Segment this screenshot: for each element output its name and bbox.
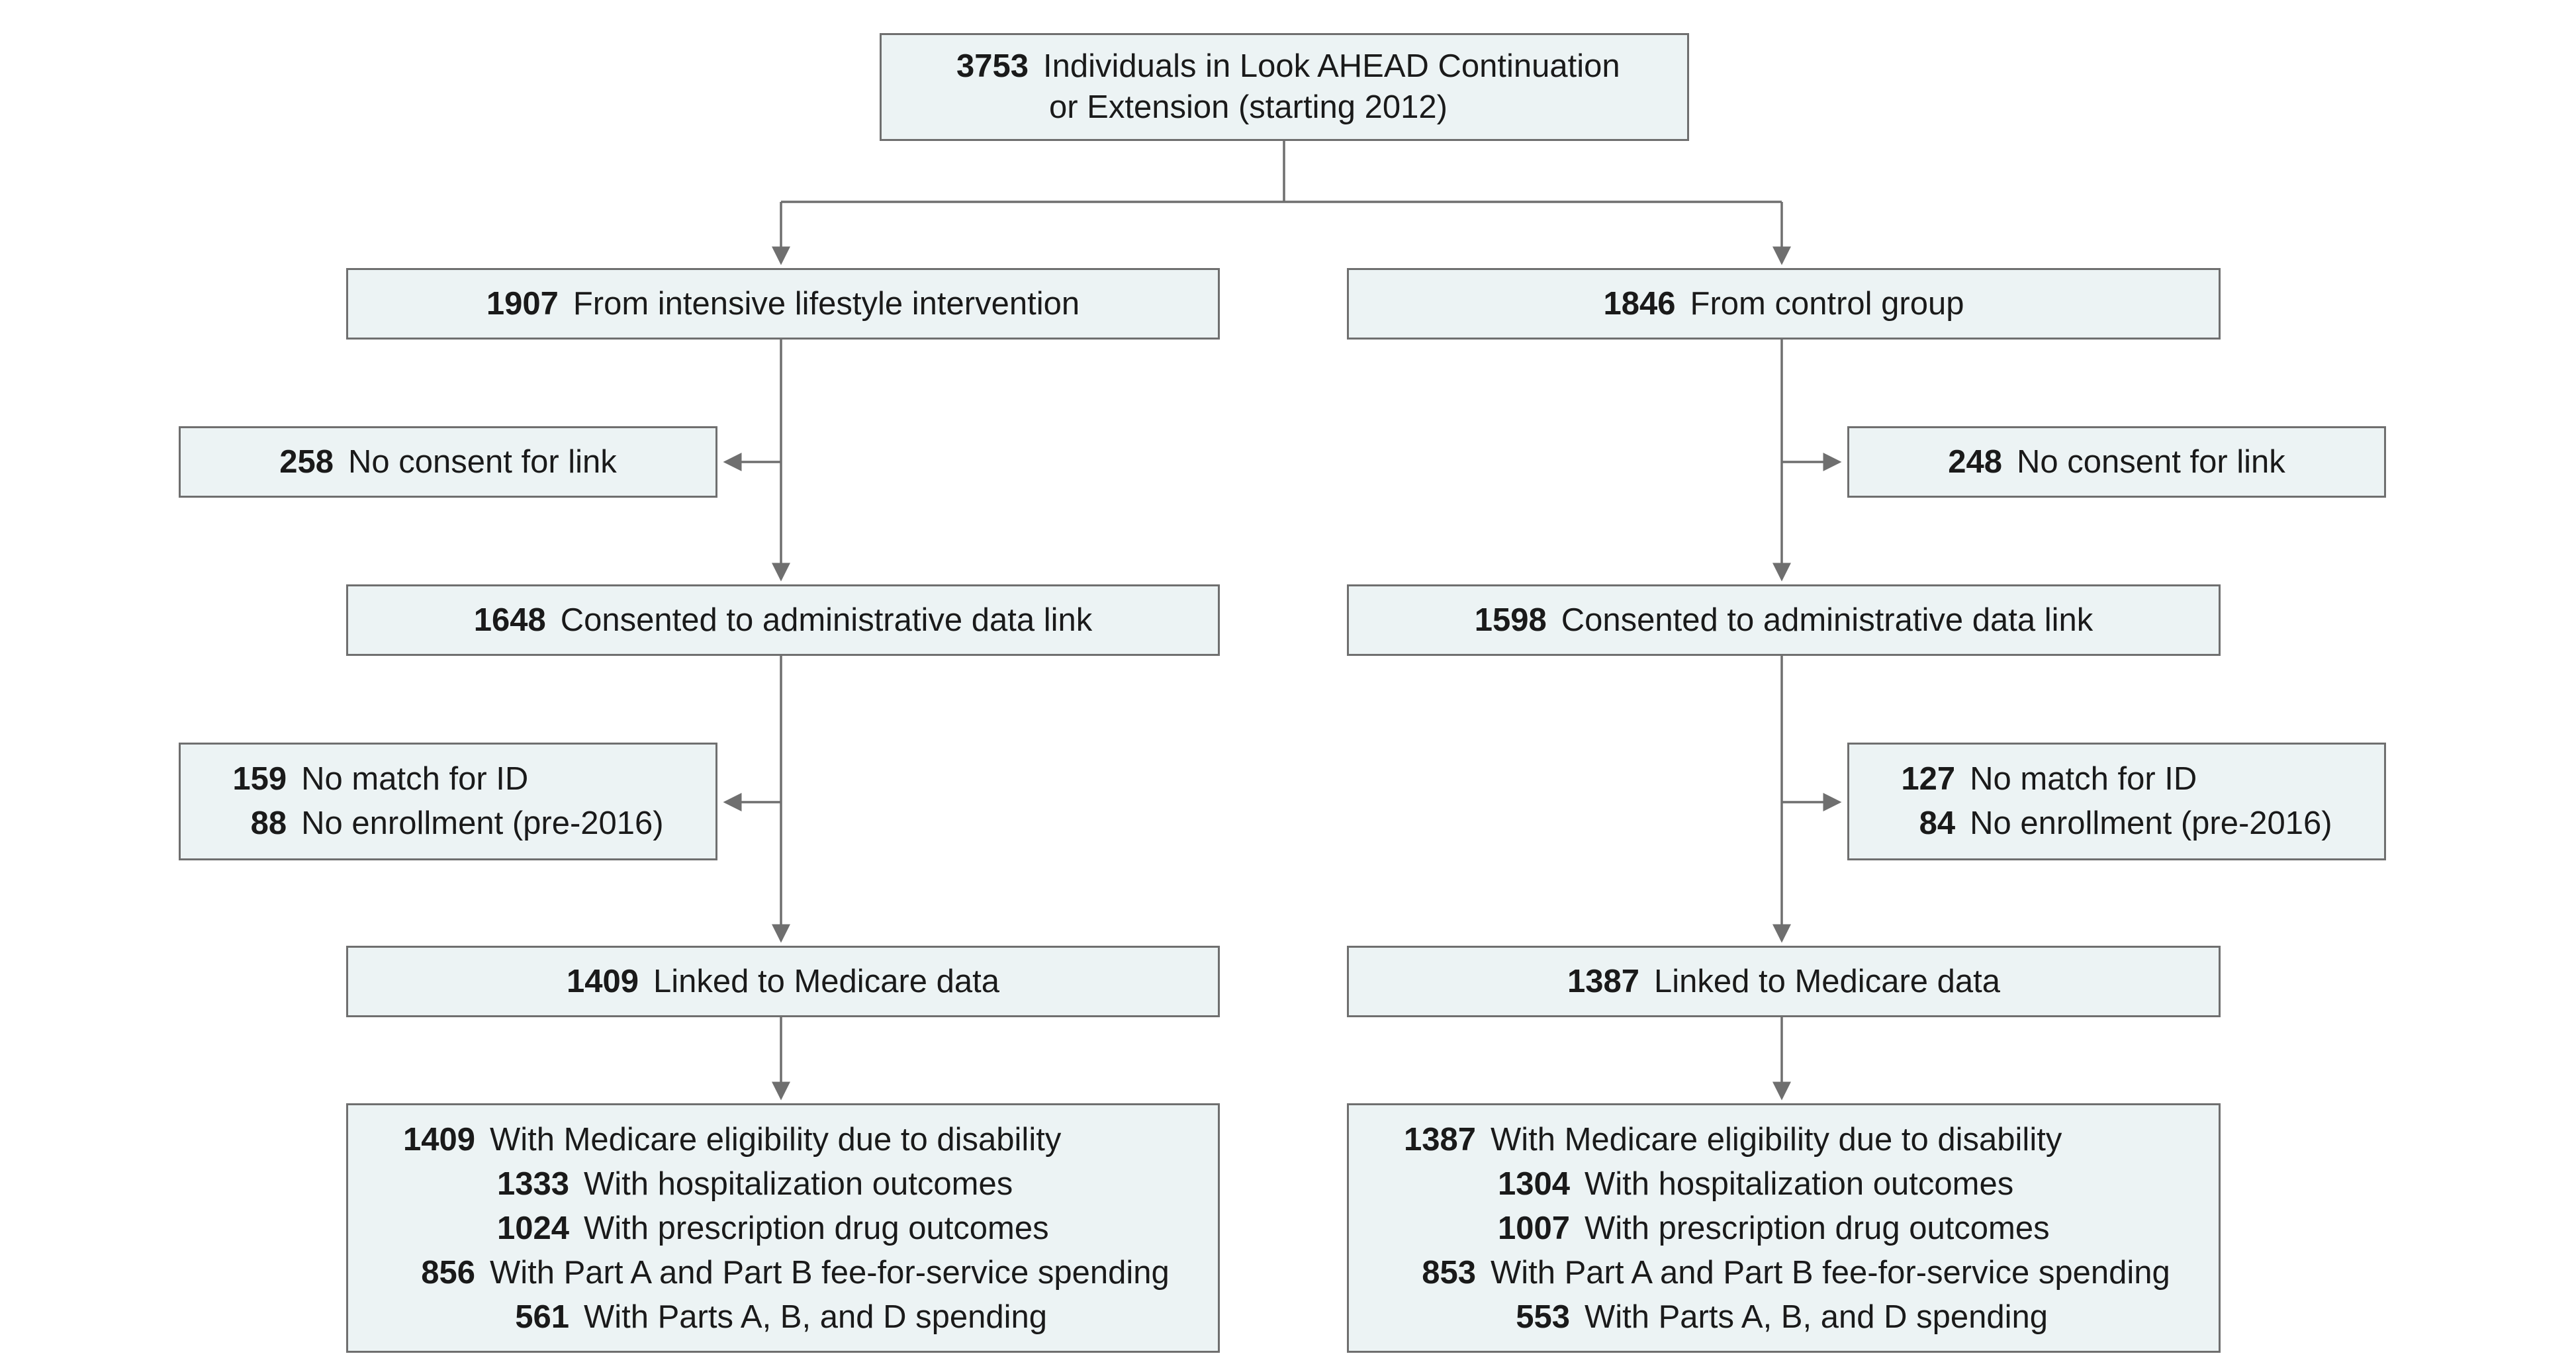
right-outcomes-box: 1387 With Medicare eligibility due to dis…: [1347, 1103, 2221, 1353]
top-count: 3753: [956, 48, 1029, 84]
right-outcome-count-5: 553: [1516, 1299, 1570, 1335]
top-box-all-individuals: 3753 Individuals in Look AHEAD Continuati…: [880, 33, 1689, 141]
left-consented-count: 1648: [473, 602, 546, 638]
left-exclusion1-count: 258: [279, 443, 334, 480]
left-outcome-count-3: 1024: [496, 1210, 569, 1246]
right-outcome-label-2: With hospitalization outcomes: [1585, 1166, 2014, 1202]
right-outcome-label-3: With prescription drug outcomes: [1585, 1210, 2050, 1246]
right-exclusion2-label-2: No enrollment (pre-2016): [1970, 805, 2332, 841]
left-exclusion1-box: 258 No consent for link: [179, 426, 717, 498]
left-outcomes-box: 1409 With Medicare eligibility due to dis…: [346, 1103, 1220, 1353]
left-outcome-label-3: With prescription drug outcomes: [584, 1210, 1049, 1246]
left-group-label: From intensive lifestyle intervention: [573, 285, 1080, 322]
right-consented-count: 1598: [1474, 602, 1547, 638]
right-outcome-count-1: 1387: [1403, 1122, 1476, 1158]
right-exclusion1-label: No consent for link: [2016, 443, 2285, 480]
right-outcome-label-1: With Medicare eligibility due to disabil…: [1491, 1122, 2062, 1158]
left-outcome-label-4: With Part A and Part B fee-for-service s…: [490, 1255, 1170, 1291]
right-exclusion1-count: 248: [1948, 443, 2002, 480]
right-outcome-count-2: 1304: [1497, 1166, 1570, 1202]
right-group-label: From control group: [1690, 285, 1964, 322]
right-consented-box: 1598 Consented to administrative data li…: [1347, 584, 2221, 656]
left-outcome-count-1: 1409: [402, 1122, 475, 1158]
left-linked-count: 1409: [566, 963, 639, 999]
left-consented-box: 1648 Consented to administrative data li…: [346, 584, 1220, 656]
left-exclusion1-label: No consent for link: [347, 443, 617, 480]
left-outcome-count-2: 1333: [496, 1166, 569, 1202]
right-linked-label: Linked to Medicare data: [1654, 963, 2000, 999]
right-linked-count: 1387: [1567, 963, 1639, 999]
left-outcome-count-4: 856: [421, 1255, 475, 1291]
left-group-box: 1907 From intensive lifestyle interventi…: [346, 268, 1220, 340]
left-exclusion2-count-1: 159: [232, 761, 287, 797]
left-exclusion2-count-2: 88: [250, 805, 287, 841]
right-exclusion2-box: 127 No match for ID 84 No enrollment (pr…: [1847, 743, 2386, 860]
right-exclusion1-box: 248 No consent for link: [1847, 426, 2386, 498]
left-outcome-count-5: 561: [515, 1299, 569, 1335]
right-group-box: 1846 From control group: [1347, 268, 2221, 340]
left-consented-label: Consented to administrative data link: [560, 602, 1093, 638]
right-exclusion2-label-1: No match for ID: [1970, 761, 2197, 797]
left-exclusion2-box: 159 No match for ID 88 No enrollment (pr…: [179, 743, 717, 860]
left-outcome-label-5: With Parts A, B, and D spending: [584, 1299, 1047, 1335]
top-label-line2: or Extension (starting 2012): [1049, 89, 1448, 125]
top-label-line1: Individuals in Look AHEAD Continuation: [1043, 48, 1620, 84]
right-outcome-label-5: With Parts A, B, and D spending: [1585, 1299, 2048, 1335]
left-exclusion2-label-1: No match for ID: [301, 761, 529, 797]
left-outcome-label-2: With hospitalization outcomes: [584, 1166, 1013, 1202]
right-linked-box: 1387 Linked to Medicare data: [1347, 946, 2221, 1017]
right-exclusion2-count-1: 127: [1901, 761, 1956, 797]
right-group-count: 1846: [1603, 285, 1676, 322]
right-outcome-count-3: 1007: [1497, 1210, 1570, 1246]
right-outcome-count-4: 853: [1422, 1255, 1476, 1291]
right-outcome-label-4: With Part A and Part B fee-for-service s…: [1491, 1255, 2170, 1291]
left-group-count: 1907: [486, 285, 559, 322]
left-linked-label: Linked to Medicare data: [653, 963, 999, 999]
right-exclusion2-count-2: 84: [1919, 805, 1956, 841]
left-linked-box: 1409 Linked to Medicare data: [346, 946, 1220, 1017]
right-consented-label: Consented to administrative data link: [1561, 602, 2093, 638]
left-exclusion2-label-2: No enrollment (pre-2016): [301, 805, 664, 841]
left-outcome-label-1: With Medicare eligibility due to disabil…: [490, 1122, 1062, 1158]
